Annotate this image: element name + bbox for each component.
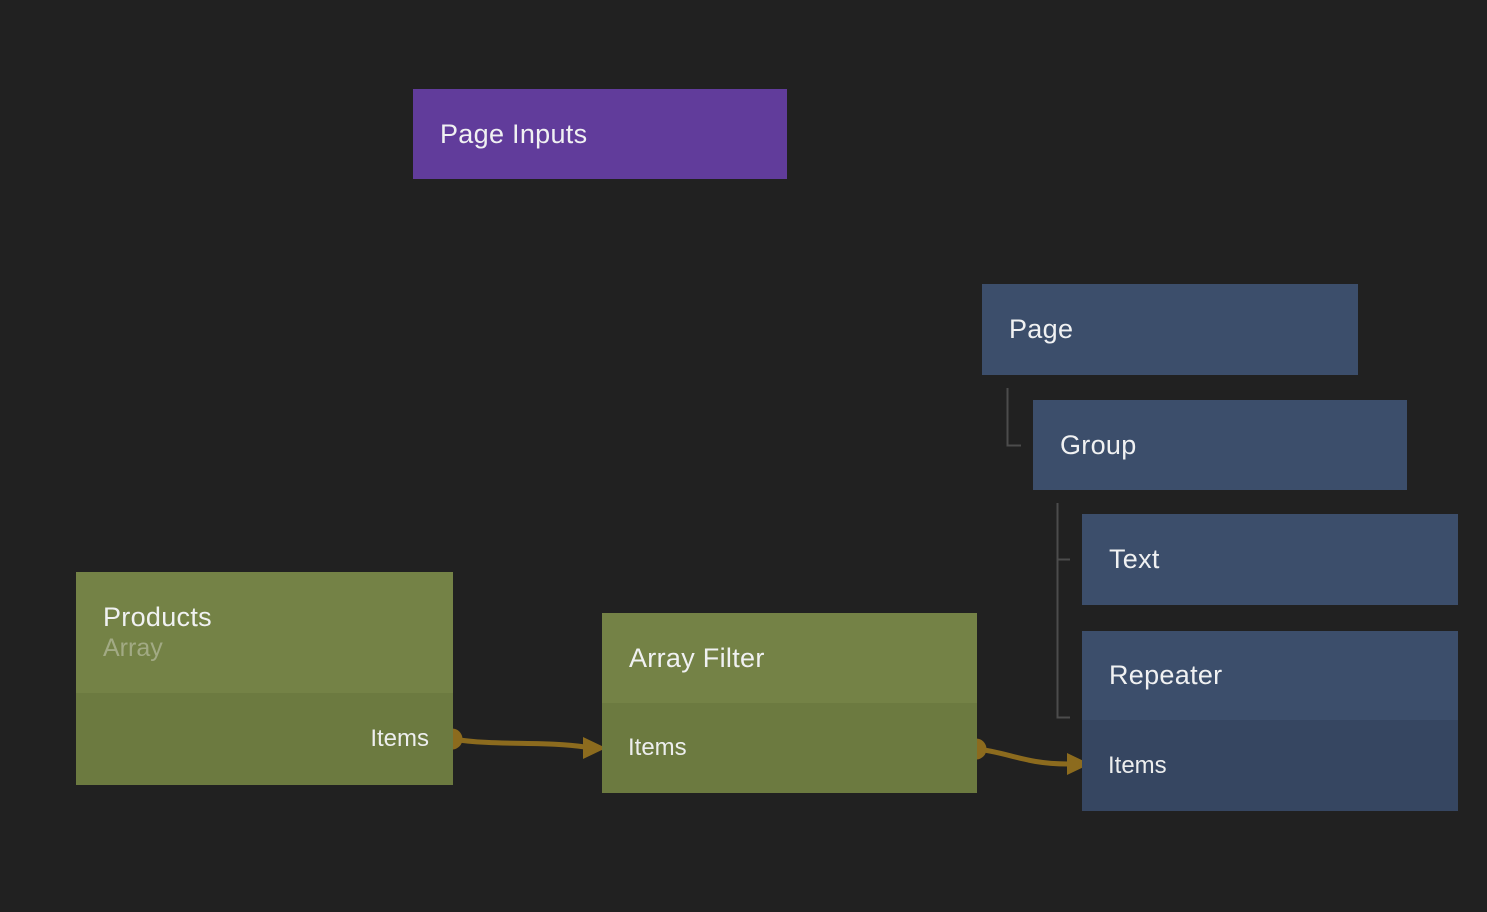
node-group[interactable]: Group — [1033, 400, 1407, 490]
port-repeater-items-input[interactable]: Items — [1108, 751, 1167, 779]
node-repeater[interactable]: Repeater Items — [1082, 631, 1458, 811]
node-group-title: Group — [1060, 429, 1137, 460]
node-products[interactable]: Products Array Items — [76, 572, 453, 785]
node-products-title: Products — [103, 601, 212, 632]
hierarchy-line-group-children — [1056, 503, 1070, 719]
node-page-title: Page — [1009, 314, 1074, 345]
node-text-title: Text — [1109, 544, 1160, 575]
wire-array-filter-to-repeater[interactable] — [965, 738, 1091, 776]
wire-products-to-array-filter[interactable] — [441, 728, 607, 760]
node-array-filter-title: Array Filter — [629, 642, 765, 673]
hierarchy-line-page-group — [1006, 388, 1021, 447]
node-text[interactable]: Text — [1082, 514, 1458, 605]
node-array-filter[interactable]: Array Filter Items — [602, 613, 977, 793]
node-products-subtitle: Array — [103, 634, 163, 663]
node-page-inputs[interactable]: Page Inputs — [413, 89, 787, 179]
node-page-inputs-title: Page Inputs — [440, 118, 588, 149]
node-page[interactable]: Page — [982, 284, 1358, 375]
node-repeater-title: Repeater — [1109, 660, 1223, 691]
port-products-items-output[interactable]: Items — [370, 725, 429, 752]
port-array-filter-items-input[interactable]: Items — [628, 734, 687, 761]
